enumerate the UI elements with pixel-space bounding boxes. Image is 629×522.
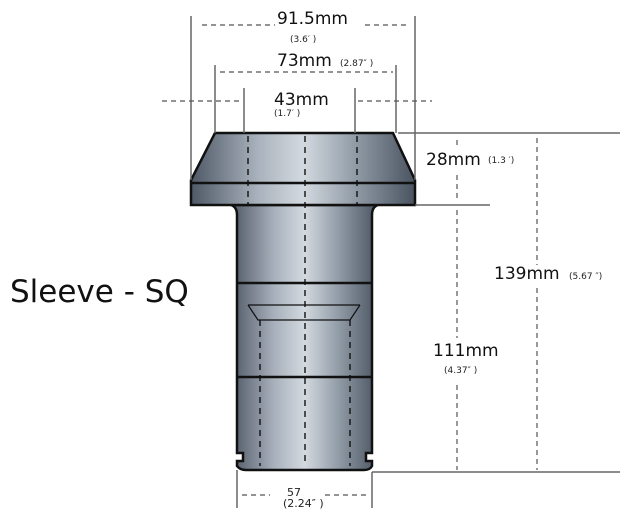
total-height-inch: (5.67 ″) [569, 272, 602, 282]
hidden-lines [247, 136, 358, 466]
dimension-lines [190, 16, 620, 508]
body-diameter-inch: (2.24″ ) [283, 497, 324, 510]
body-height-inch: (4.37″ ) [444, 366, 477, 376]
bore-diameter-label: 43mm [274, 90, 329, 110]
body-height-label: 111mm [433, 341, 499, 361]
sleeve-collar [189, 131, 417, 207]
body-diameter-label: 57 [287, 486, 301, 499]
outer-diameter-inch: (3.6′ ) [290, 35, 316, 45]
outer-diameter-label: 91.5mm [277, 9, 348, 29]
collar-height-inch: (1.3 ′) [488, 156, 514, 166]
collar-height-label: 28mm [426, 150, 481, 170]
total-height-label: 139mm [494, 264, 560, 284]
collar-top-diameter-inch: (2.87″ ) [340, 59, 373, 69]
dimension-dashes [162, 24, 538, 496]
sleeve-part [189, 131, 417, 472]
diagram-title: Sleeve - SQ [10, 274, 189, 310]
bore-diameter-inch: (1.7′ ) [274, 109, 300, 119]
collar-top-diameter-label: 73mm [277, 51, 332, 71]
